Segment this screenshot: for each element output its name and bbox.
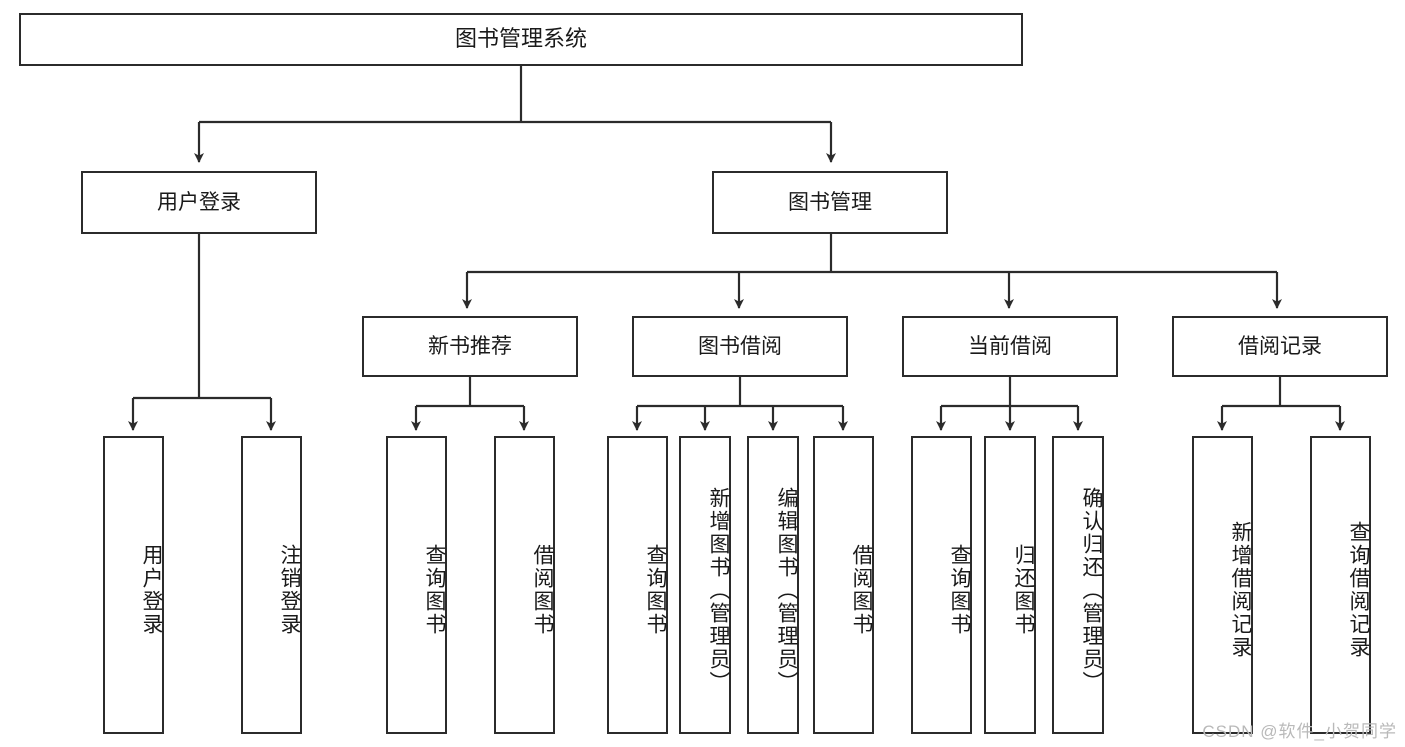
node-label: 归还图书 xyxy=(1012,544,1035,636)
node-borrow-record[interactable]: 借阅记录 xyxy=(1172,316,1388,377)
node-label: 确认归还（管理员） xyxy=(1080,486,1103,694)
node-label: 图书管理系统 xyxy=(454,26,587,52)
node-label: 编辑图书（管理员） xyxy=(775,486,798,694)
node-label: 查询图书 xyxy=(948,544,971,636)
leaf-borrow-query-book[interactable]: 查询图书 xyxy=(607,436,668,734)
node-book-borrow[interactable]: 图书借阅 xyxy=(632,316,848,377)
node-book-management[interactable]: 图书管理 xyxy=(712,171,948,234)
node-label: 新增图书（管理员） xyxy=(707,486,730,694)
leaf-recommend-borrow-book[interactable]: 借阅图书 xyxy=(494,436,555,734)
leaf-current-confirm-return[interactable]: 确认归还（管理员） xyxy=(1052,436,1104,734)
node-label: 图书管理 xyxy=(788,190,872,214)
node-label: 新书推荐 xyxy=(428,334,512,358)
node-label: 借阅图书 xyxy=(850,544,873,636)
node-label: 查询借阅记录 xyxy=(1347,521,1370,659)
leaf-current-query-book[interactable]: 查询图书 xyxy=(911,436,972,734)
node-label: 注销登录 xyxy=(278,544,301,636)
node-user-login[interactable]: 用户登录 xyxy=(81,171,317,234)
leaf-record-add-record[interactable]: 新增借阅记录 xyxy=(1192,436,1253,734)
leaf-current-return-book[interactable]: 归还图书 xyxy=(984,436,1036,734)
node-label: 新增借阅记录 xyxy=(1229,521,1252,659)
node-label: 用户登录 xyxy=(140,544,163,636)
leaf-user-login-logout[interactable]: 注销登录 xyxy=(241,436,302,734)
leaf-record-query-record[interactable]: 查询借阅记录 xyxy=(1310,436,1371,734)
node-label: 图书借阅 xyxy=(698,334,782,358)
leaf-borrow-add-book[interactable]: 新增图书（管理员） xyxy=(679,436,731,734)
node-label: 当前借阅 xyxy=(968,334,1052,358)
node-label: 借阅记录 xyxy=(1238,334,1322,358)
node-new-book-recommend[interactable]: 新书推荐 xyxy=(362,316,578,377)
node-label: 查询图书 xyxy=(423,544,446,636)
node-current-borrow[interactable]: 当前借阅 xyxy=(902,316,1118,377)
node-root-system[interactable]: 图书管理系统 xyxy=(19,13,1023,66)
node-label: 用户登录 xyxy=(157,190,241,214)
node-label: 借阅图书 xyxy=(531,544,554,636)
node-label: 查询图书 xyxy=(644,544,667,636)
leaf-user-login-login[interactable]: 用户登录 xyxy=(103,436,164,734)
leaf-borrow-edit-book[interactable]: 编辑图书（管理员） xyxy=(747,436,799,734)
leaf-borrow-borrow-book[interactable]: 借阅图书 xyxy=(813,436,874,734)
leaf-recommend-query-book[interactable]: 查询图书 xyxy=(386,436,447,734)
